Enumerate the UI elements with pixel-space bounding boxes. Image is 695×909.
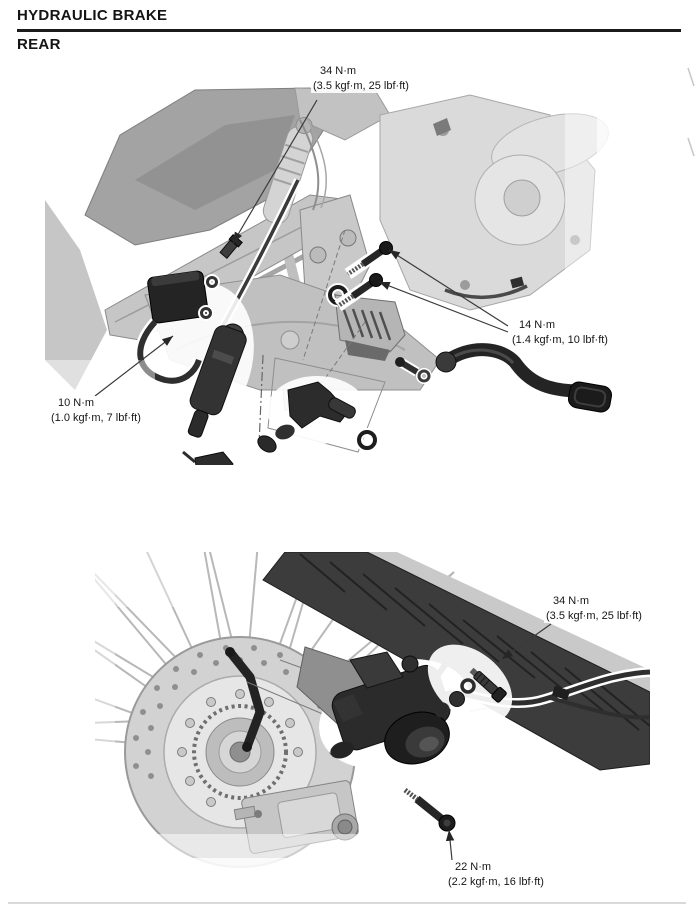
- torque-value: 14 N·m: [519, 319, 556, 331]
- mounting-bolts: [334, 241, 393, 311]
- torque-detail: (3.5 kgf·m, 25 lbf·ft): [313, 79, 409, 92]
- scan-artifact-marks: [687, 67, 695, 157]
- footpeg-bracket: [334, 294, 406, 361]
- torque-label-34nm-bottom: 34 N·m (3.5 kgf·m, 25 lbf·ft): [544, 594, 644, 623]
- torque-label-10nm: 10 N·m (1.0 kgf·m, 7 lbf·ft): [49, 396, 143, 425]
- section-title: REAR: [17, 36, 61, 53]
- leader-34nm: [232, 99, 318, 244]
- caliper-pin-bolt: [400, 784, 456, 832]
- torque-label-14nm: 14 N·m (1.4 kgf·m, 10 lbf·ft): [510, 318, 610, 347]
- master-cylinder: [187, 323, 247, 438]
- torque-detail: (1.0 kgf·m, 7 lbf·ft): [51, 411, 141, 424]
- figure-master-cylinder-exploded: 34 N·m (3.5 kgf·m, 25 lbf·ft) 14 N·m (1.…: [45, 60, 625, 465]
- torque-value: 10 N·m: [58, 397, 95, 409]
- pushrod-joint: [257, 376, 379, 453]
- torque-value: 22 N·m: [455, 861, 492, 873]
- caliper-illustration: [95, 552, 650, 882]
- leader-14nm-a: [388, 249, 509, 327]
- brake-fluid-reservoir: [147, 270, 209, 324]
- brake-disc: [124, 636, 356, 868]
- figure-rear-caliper: 34 N·m (3.5 kgf·m, 25 lbf·ft) 22 N·m (2.…: [95, 552, 650, 889]
- torque-value: 34 N·m: [553, 595, 590, 607]
- footer-rule: [8, 902, 686, 904]
- leader-lines: [445, 623, 552, 861]
- torque-detail: (3.5 kgf·m, 25 lbf·ft): [546, 609, 642, 622]
- torque-label-34nm-top: 34 N·m (3.5 kgf·m, 25 lbf·ft): [311, 64, 411, 93]
- page-title: HYDRAULIC BRAKE: [17, 7, 168, 24]
- header-rule: [17, 29, 681, 32]
- reservoir-and-master-cylinder: [134, 270, 254, 465]
- torque-detail: (2.2 kgf·m, 16 lbf·ft): [448, 875, 544, 888]
- abs-tone-ring: [192, 704, 288, 800]
- torque-label-22nm: 22 N·m (2.2 kgf·m, 16 lbf·ft): [446, 860, 546, 889]
- scan-fade: [95, 552, 650, 882]
- disc-rivets: [177, 689, 303, 807]
- leader-10nm: [94, 335, 174, 397]
- leader-14nm-b: [378, 281, 509, 333]
- leader-lines: [94, 99, 509, 397]
- leader-34nm: [501, 623, 552, 660]
- hose-banjo-bolt: [427, 644, 513, 724]
- torque-arm: [225, 647, 265, 752]
- torque-detail: (1.4 kgf·m, 10 lbf·ft): [512, 333, 608, 346]
- torque-value: 34 N·m: [320, 65, 357, 77]
- brake-pedal: [395, 340, 613, 413]
- leader-22nm: [445, 829, 455, 861]
